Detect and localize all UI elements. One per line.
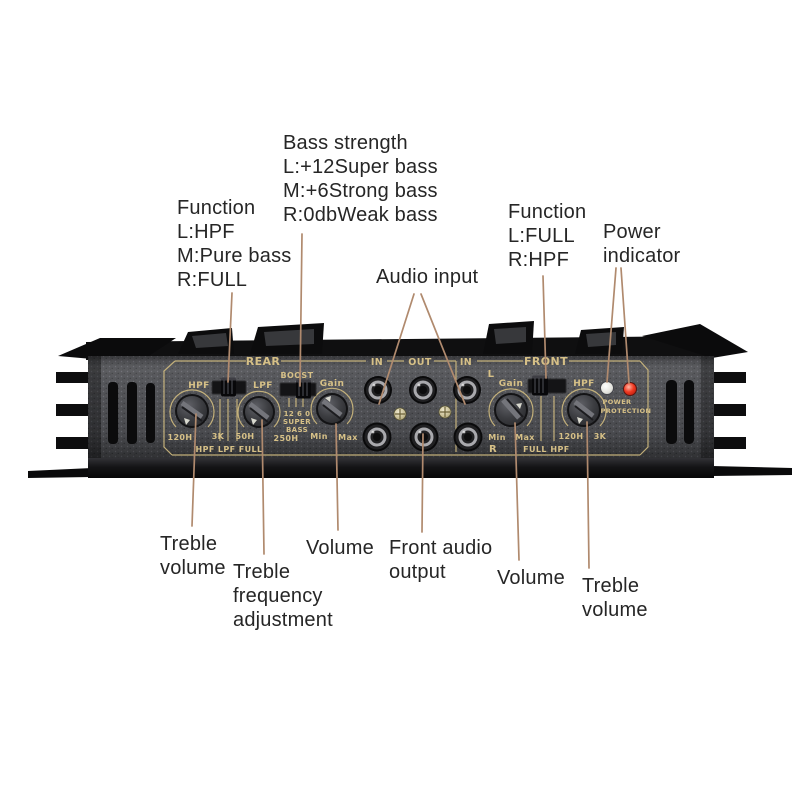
label-power: POWER xyxy=(603,398,632,406)
bottom-rail-left xyxy=(28,468,92,478)
leader-audio-input-left xyxy=(378,293,415,405)
annotation-power-indicator: Power indicator xyxy=(603,221,681,267)
annotation-treble-volume-rear: Treble volume xyxy=(160,533,226,579)
amplifier-chassis: REAR IN OUT IN FRONT HPF 120H 3K HP xyxy=(28,321,792,478)
label-front-gain-min: Min xyxy=(488,433,506,442)
label-rear-gain-min: Min xyxy=(310,432,328,441)
label-50h: 50H xyxy=(235,432,254,441)
jack-in-left-bottom xyxy=(362,422,392,452)
leader-volume-front xyxy=(514,422,520,561)
label-rear-lpf: LPF xyxy=(253,381,273,391)
leader-bass-strength xyxy=(299,233,303,387)
label-250h: 250H xyxy=(274,434,299,443)
annotation-treble-frequency: Treble frequency adjustment xyxy=(233,561,333,631)
vent-slots-left xyxy=(108,382,155,444)
jack-out-top xyxy=(409,376,437,404)
vent-slots-right xyxy=(666,380,694,444)
leader-function-front xyxy=(542,275,547,379)
annotation-function-rear: Function L:HPF M:Pure bass R:FULL xyxy=(177,197,292,291)
jack-in-right-bottom xyxy=(453,422,483,452)
front-function-switch xyxy=(527,375,567,396)
leader-volume-rear xyxy=(335,423,339,531)
label-front-r: R xyxy=(489,444,497,455)
leader-power-led xyxy=(606,267,617,383)
label-protection: PROTECTION xyxy=(601,407,652,415)
panel-frame-lines xyxy=(163,360,649,456)
label-rear-gain-max: Max xyxy=(338,433,358,442)
label-hpf-lpf-full: HPF LPF FULL xyxy=(196,445,263,454)
label-3k-rear: 3K xyxy=(212,432,225,441)
jack-in-right-top xyxy=(453,376,481,404)
label-in-right: IN xyxy=(460,357,472,368)
leader-treble-volume-rear xyxy=(191,413,197,527)
label-front-gain-max: Max xyxy=(515,433,535,442)
label-boost-super: SUPER xyxy=(283,418,311,426)
label-front-l: L xyxy=(488,369,495,380)
label-front-gain: Gain xyxy=(499,379,524,389)
audio-jacks xyxy=(362,376,483,452)
rear-gain-knob xyxy=(316,393,348,425)
jack-out-bottom xyxy=(409,422,439,452)
rear-treble-volume-knob xyxy=(175,394,209,428)
annotation-treble-volume-front: Treble volume xyxy=(582,575,648,621)
label-front-full: FULL xyxy=(523,445,547,454)
protection-led xyxy=(623,382,637,396)
leader-protection-led xyxy=(620,267,630,384)
chassis-corner-right xyxy=(642,324,748,358)
leader-lines xyxy=(191,233,630,569)
power-led xyxy=(600,381,614,395)
heatsink-fins-right xyxy=(710,372,746,449)
heatsink-fins-left xyxy=(56,372,94,449)
leader-front-audio-output xyxy=(421,433,424,533)
label-in-left: IN xyxy=(371,357,383,368)
leader-treble-volume-front xyxy=(586,421,590,569)
leader-audio-input-right xyxy=(420,293,466,405)
front-gain-knob xyxy=(494,393,528,427)
chassis-top-edge xyxy=(86,336,716,360)
label-120h-rear: 120H xyxy=(168,433,193,442)
label-120h-front: 120H xyxy=(559,432,584,441)
annotation-volume-front: Volume xyxy=(497,567,565,589)
label-3k-front: 3K xyxy=(594,432,607,441)
annotation-audio-input: Audio input xyxy=(376,266,479,288)
label-boost: BOOST xyxy=(281,371,314,380)
annotation-volume-rear: Volume xyxy=(306,537,374,559)
leader-treble-frequency xyxy=(261,419,265,555)
jack-in-left-top xyxy=(364,376,392,404)
label-rear-gain: Gain xyxy=(320,379,345,389)
panel-screws xyxy=(393,405,452,421)
label-front-switch-hpf: HPF xyxy=(550,445,569,454)
annotation-bass-strength: Bass strength L:+12Super bass M:+6Strong… xyxy=(283,132,438,226)
front-treble-volume-knob xyxy=(567,393,601,427)
label-boost-bass: BASS xyxy=(286,426,308,434)
rear-treble-frequency-knob xyxy=(243,396,275,428)
label-out: OUT xyxy=(408,357,432,368)
annotation-front-audio-output: Front audio output xyxy=(389,537,493,583)
annotation-function-front: Function L:FULL R:HPF xyxy=(508,201,587,271)
label-front-hpf: HPF xyxy=(573,379,594,389)
label-rear: REAR xyxy=(246,355,281,368)
label-rear-hpf: HPF xyxy=(188,381,209,391)
leader-function-rear xyxy=(227,292,233,383)
label-boost-scale: 12 6 0 xyxy=(284,410,311,418)
bottom-rail-right xyxy=(712,466,792,476)
